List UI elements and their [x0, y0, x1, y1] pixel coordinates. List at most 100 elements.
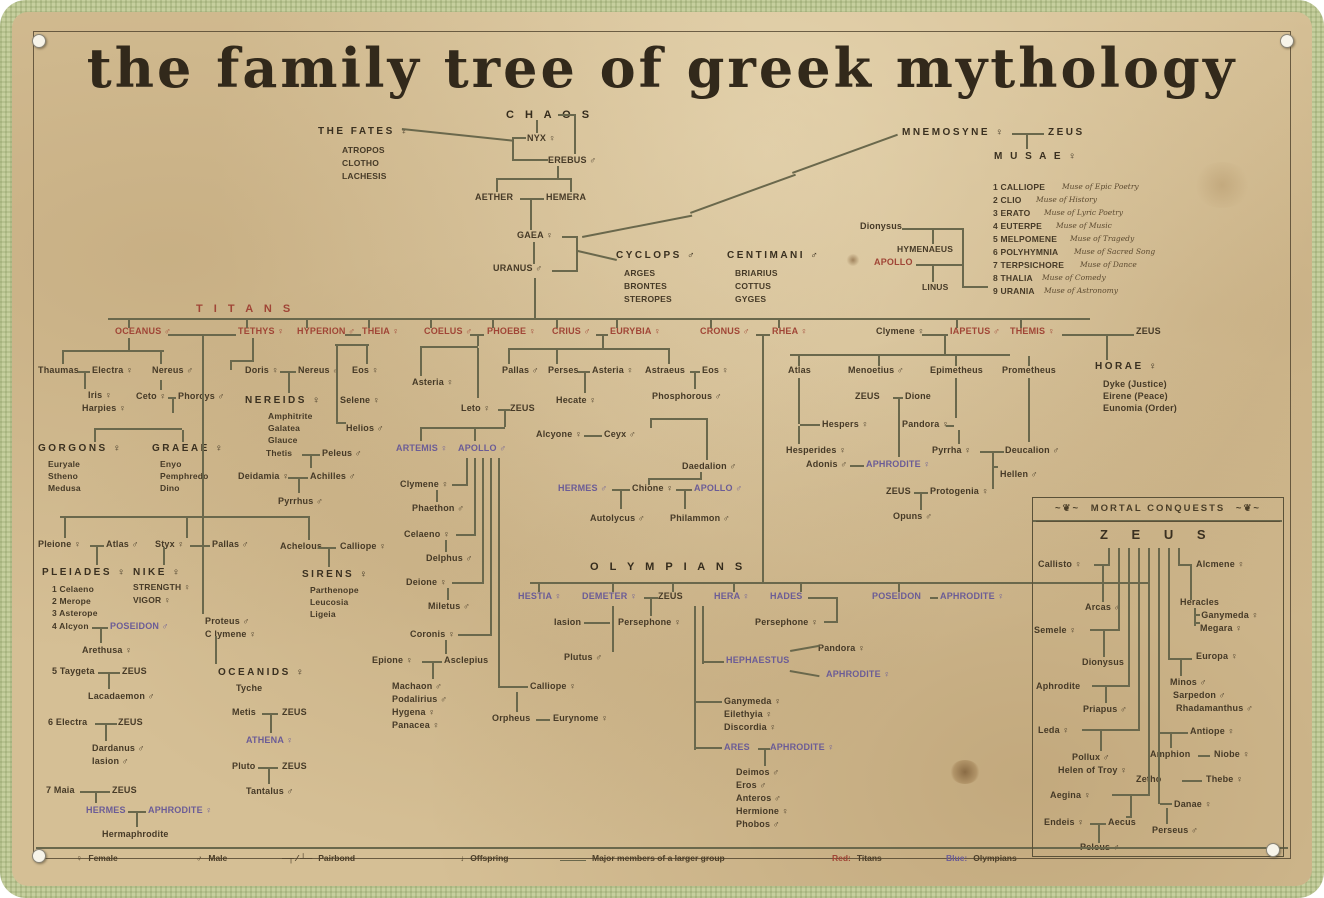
- connector-line: [482, 458, 484, 584]
- connector-line: [430, 320, 432, 328]
- helios: Helios ♂: [346, 423, 384, 433]
- demeter: DEMETER ♀: [582, 591, 638, 601]
- connector-line: [136, 813, 138, 827]
- linus: LINUS: [922, 282, 949, 292]
- legend-label: Major members of a larger group: [592, 853, 725, 863]
- connector-line: [1126, 816, 1130, 818]
- zeus-protogenia: ZEUS: [886, 486, 911, 496]
- inner-frame-line: [33, 31, 1291, 859]
- connector-line: [850, 465, 864, 467]
- legend-item: ↓Offspring: [460, 853, 509, 863]
- connector-line: [96, 547, 98, 565]
- minos: Minos ♂: [1170, 677, 1207, 687]
- connector-line: [824, 621, 836, 623]
- connector-line: [530, 582, 1150, 584]
- menoetius: Menoetius ♂: [848, 365, 904, 375]
- zeus-box-label: Z E U S: [1100, 527, 1216, 542]
- connector-line: [458, 634, 490, 636]
- pleiad-1: 1 Celaeno: [52, 584, 94, 594]
- connector-line: [172, 399, 174, 413]
- connector-line: [160, 352, 162, 364]
- helen-of-troy: Helen of Troy ♀: [1058, 765, 1128, 775]
- muse-9: 9 URANIA: [993, 286, 1035, 296]
- connector-line: [168, 334, 236, 336]
- hermaphrodite: Hermaphrodite: [102, 829, 169, 839]
- arcas: Arcas ♂: [1085, 602, 1121, 612]
- metis: Metis: [232, 707, 257, 717]
- connector-line: [1130, 796, 1132, 818]
- legend-label: Olympians: [973, 853, 1017, 863]
- connector-line: [1112, 794, 1148, 796]
- dyke: Dyke (Justice): [1103, 379, 1167, 389]
- legend-item: ♂Male: [196, 853, 227, 863]
- connector-line: [280, 371, 296, 373]
- connector-line: [696, 747, 722, 749]
- amphion: Amphion: [1150, 749, 1191, 759]
- zeus-themis: ZEUS: [1136, 326, 1161, 336]
- stain-spot: [846, 254, 860, 266]
- hermione: Hermione ♀: [736, 806, 789, 816]
- connector-line: [163, 547, 165, 565]
- connector-line: [368, 320, 370, 328]
- zeus-mnemosyne: ZEUS: [1048, 127, 1085, 138]
- pleiad-4: 4 Alcyon: [52, 621, 89, 631]
- perses: Perses: [548, 365, 579, 375]
- connector-line: [470, 334, 484, 336]
- muse-3: 3 ERATO: [993, 208, 1031, 218]
- legend-item: Blue:Olympians: [946, 853, 1017, 863]
- pleiad-7: 7 Maia: [46, 785, 75, 795]
- muse-5-desc: Muse of Tragedy: [1070, 234, 1135, 243]
- connector-line: [1148, 548, 1150, 796]
- hespers: Hespers ♀: [822, 419, 869, 429]
- connector-line: [215, 636, 217, 664]
- connector-line: [504, 411, 506, 427]
- coelus: COELUS ♂: [424, 326, 473, 336]
- machaon: Machaon ♂: [392, 681, 443, 691]
- connector-line: [182, 430, 184, 442]
- connector-line: [345, 334, 361, 336]
- vigor: VIGOR ♀: [133, 595, 171, 605]
- nike: NIKE ♀: [133, 567, 183, 578]
- sirens-header: SIRENS ♀: [302, 569, 370, 580]
- connector-line: [420, 348, 422, 376]
- connector-line: [694, 606, 696, 750]
- asteria-1: Asteria ♀: [412, 377, 454, 387]
- connector-line: [898, 584, 900, 592]
- connector-line: [1158, 548, 1160, 734]
- connector-line: [576, 236, 578, 272]
- priapus: Priapus ♂: [1083, 704, 1128, 714]
- connector-line: [1103, 631, 1105, 657]
- connector-line: [536, 120, 538, 133]
- nereus-1: Nereus ♂: [152, 365, 194, 375]
- eunomia: Eunomia (Order): [1103, 403, 1178, 413]
- connector-line: [328, 549, 330, 567]
- connector-line: [556, 320, 558, 328]
- musae-header: M U S A E ♀: [994, 151, 1079, 162]
- ceyx: Ceyx ♂: [604, 429, 636, 439]
- epione: Epione ♀: [372, 655, 413, 665]
- connector-line: [578, 371, 590, 373]
- connector-line: [420, 346, 478, 348]
- dionysus-1: Dionysus: [860, 221, 903, 231]
- connector-line: [916, 264, 964, 266]
- connector-line: [914, 492, 928, 494]
- connector-line: [612, 584, 614, 592]
- eros: Eros ♂: [736, 780, 767, 790]
- connector-line: [95, 723, 117, 725]
- connector-line: [1182, 780, 1202, 782]
- muse-6: 6 POLYHYMNIA: [993, 247, 1059, 257]
- deione: Deione ♀: [406, 577, 447, 587]
- iapetus: IAPETUS ♂: [950, 326, 1001, 336]
- connector-line: [533, 242, 535, 264]
- medusa: Medusa: [48, 483, 81, 493]
- eos-1: Eos ♀: [352, 365, 379, 375]
- connector-line: [1158, 734, 1160, 804]
- connector-line: [420, 429, 422, 441]
- hestia: HESTIA ♀: [518, 591, 562, 601]
- connector-line: [168, 397, 176, 399]
- connector-line: [700, 472, 702, 480]
- connector-line: [706, 420, 708, 460]
- pleiades-header: PLEIADES ♀: [42, 567, 128, 578]
- connector-line: [612, 489, 630, 491]
- atlas-1: Atlas ♂: [106, 539, 139, 549]
